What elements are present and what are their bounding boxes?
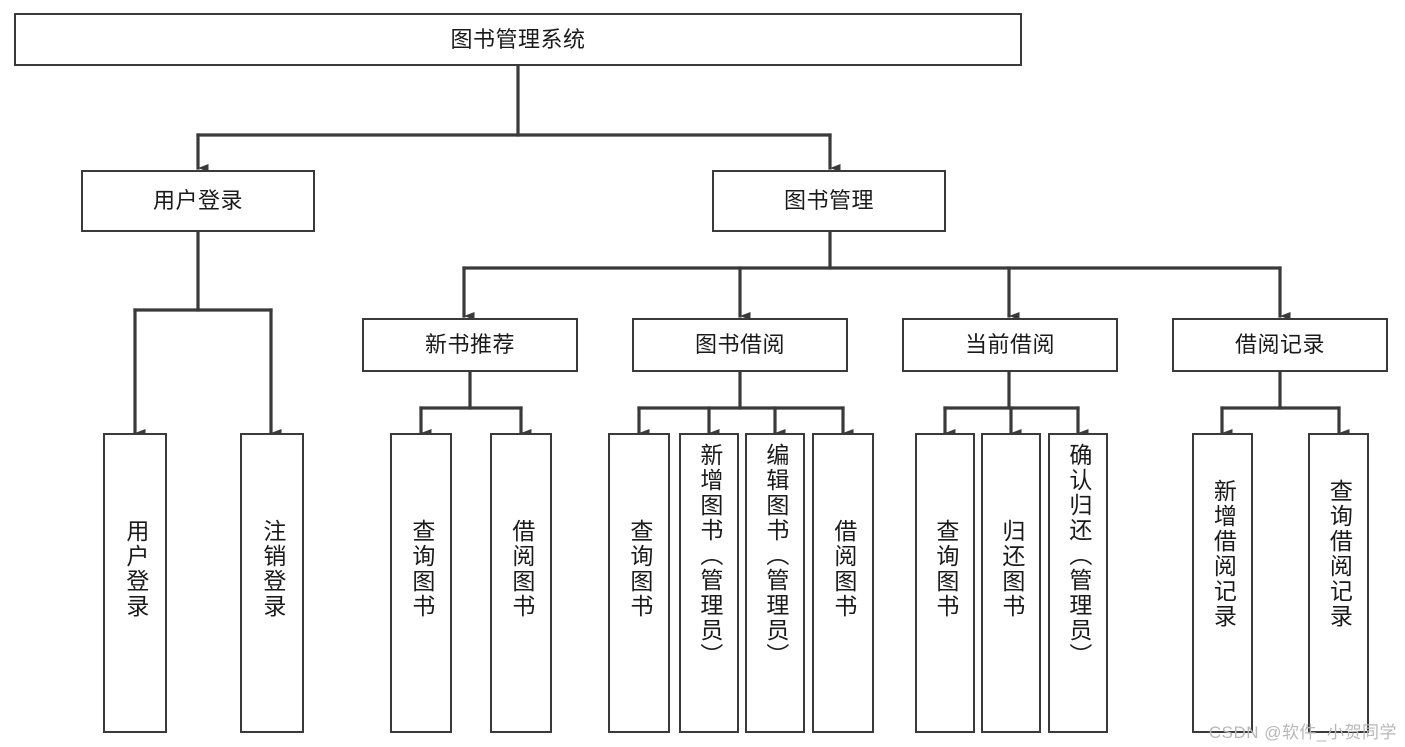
node-label: 图书借阅 (694, 332, 785, 358)
node-leaf-edit-book-admin[interactable]: 编辑图书（管理员） (745, 433, 805, 733)
node-label: 新增图书（管理员） (696, 443, 723, 668)
node-label: 用户登录 (152, 188, 243, 214)
node-leaf-user-login[interactable]: 用户登录 (103, 433, 167, 733)
node-book-management[interactable]: 图书管理 (712, 170, 946, 232)
csdn-watermark: CSDN @软件_小贺同学 (1208, 723, 1397, 742)
node-leaf-query-book-cb[interactable]: 查询图书 (915, 433, 975, 733)
node-label: 图书管理系统 (450, 26, 586, 52)
node-label: 归还图书 (998, 519, 1025, 619)
node-new-book-recommendation[interactable]: 新书推荐 (362, 318, 578, 372)
node-leaf-query-book-bb[interactable]: 查询图书 (608, 433, 670, 733)
node-label: 查询借阅记录 (1326, 479, 1353, 629)
node-label: 借阅记录 (1234, 332, 1325, 358)
node-leaf-logout[interactable]: 注销登录 (240, 433, 304, 733)
node-label: 当前借阅 (964, 332, 1055, 358)
node-root-system[interactable]: 图书管理系统 (14, 13, 1022, 66)
node-label: 借阅图书 (508, 519, 535, 619)
node-leaf-add-borrow-record[interactable]: 新增借阅记录 (1192, 433, 1253, 733)
node-leaf-borrow-book-bb[interactable]: 借阅图书 (812, 433, 874, 733)
node-leaf-query-borrow-record[interactable]: 查询借阅记录 (1308, 433, 1369, 733)
node-label: 图书管理 (783, 188, 874, 214)
node-label: 借阅图书 (830, 519, 857, 619)
node-label: 查询图书 (626, 519, 653, 619)
node-book-borrowing[interactable]: 图书借阅 (632, 318, 848, 372)
node-label: 确认归还（管理员） (1065, 443, 1092, 668)
node-leaf-query-book-nbr[interactable]: 查询图书 (390, 433, 452, 733)
node-leaf-return-book[interactable]: 归还图书 (981, 433, 1041, 733)
node-leaf-confirm-return-admin[interactable]: 确认归还（管理员） (1048, 433, 1108, 733)
node-current-borrowing[interactable]: 当前借阅 (902, 318, 1118, 372)
node-label: 用户登录 (122, 519, 149, 619)
node-label: 注销登录 (259, 519, 286, 619)
node-label: 新增借阅记录 (1210, 479, 1237, 629)
node-leaf-borrow-book-nbr[interactable]: 借阅图书 (490, 433, 552, 733)
node-label: 新书推荐 (424, 332, 515, 358)
node-leaf-add-book-admin[interactable]: 新增图书（管理员） (679, 433, 739, 733)
node-label: 查询图书 (408, 519, 435, 619)
node-label: 查询图书 (932, 519, 959, 619)
node-label: 编辑图书（管理员） (762, 443, 789, 668)
node-borrowing-records[interactable]: 借阅记录 (1172, 318, 1388, 372)
node-user-login[interactable]: 用户登录 (81, 170, 315, 232)
